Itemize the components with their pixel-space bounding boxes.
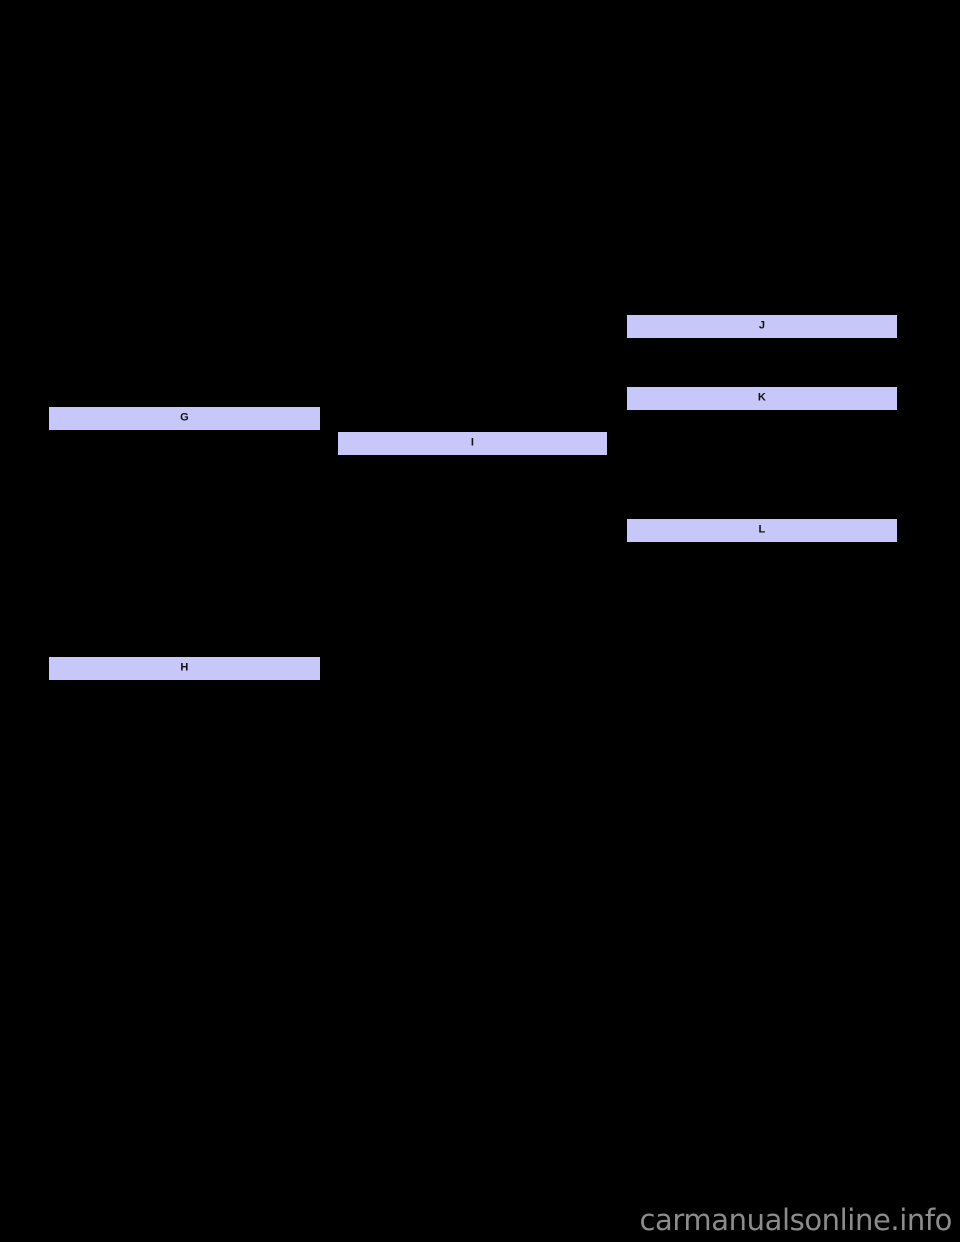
redaction-bar-h: H (49, 657, 320, 680)
redaction-bar-label: K (757, 391, 767, 404)
site-watermark: carmanualsonline.info (639, 1203, 952, 1237)
redaction-bar-i: I (338, 432, 607, 455)
redaction-bar-label: I (470, 436, 475, 449)
redaction-bar-label: G (180, 411, 189, 424)
redaction-bar-k: K (627, 387, 897, 410)
redaction-bar-label: H (180, 661, 189, 674)
redaction-bar-label: J (758, 319, 766, 332)
redaction-bar-l: L (627, 519, 897, 542)
redaction-bar-label: L (758, 523, 766, 536)
redaction-bar-g: G (49, 407, 320, 430)
redaction-bar-j: J (627, 315, 897, 338)
